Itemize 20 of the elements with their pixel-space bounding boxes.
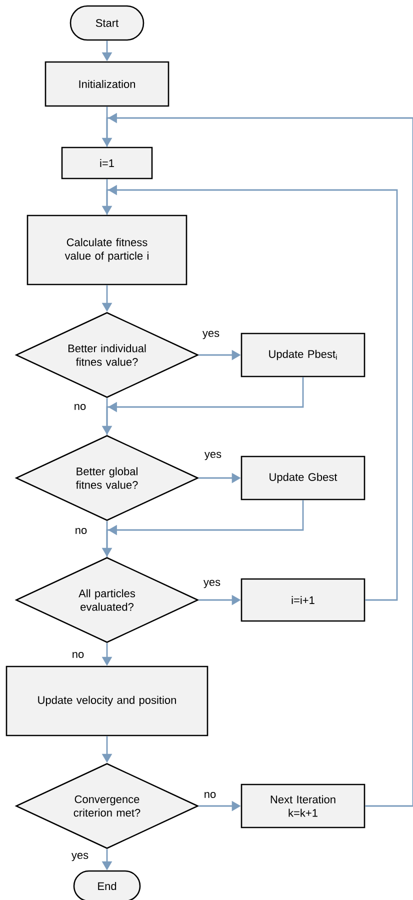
process-box: Initialization [44,61,170,107]
process-box: Update Gbest [240,456,366,500]
process-box: i=1 [61,146,153,180]
edge-label: no [74,527,88,536]
arrow [106,500,304,557]
edge-label: no [202,791,218,800]
process-box: Next Iteration k=k+1 [240,784,366,828]
edge-label: yes [203,450,223,462]
terminal: End [73,870,141,900]
edge-label: yes [201,330,221,340]
edge-label: no [70,651,86,660]
edge-label: yes [202,578,222,590]
terminal: Start [70,5,144,41]
arrow [106,377,304,435]
process-box: Update velocity and position [6,666,208,736]
process-box: Update Pbest$_{i}$ [240,332,366,378]
process-box: Calculate fitness value of particle i [26,214,188,286]
edge-label: no [72,403,88,412]
process-box: i=i+1 [240,578,366,622]
edge-label: yes [70,852,90,862]
